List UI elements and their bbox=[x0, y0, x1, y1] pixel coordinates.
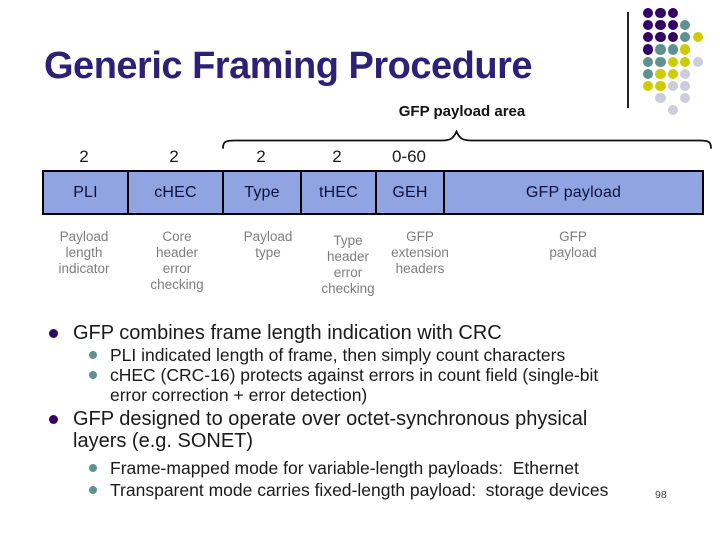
field-desc-type: Payload type bbox=[243, 229, 293, 260]
dot-icon bbox=[667, 8, 678, 19]
frame-cell-pli: PLI bbox=[42, 170, 129, 215]
sub-bullet-dot-icon bbox=[89, 464, 97, 472]
dot-icon bbox=[680, 56, 691, 67]
corner-dots-decoration bbox=[643, 8, 705, 117]
bullet-item-level2: Transparent mode carries fixed-length pa… bbox=[40, 480, 708, 500]
dot-icon bbox=[680, 32, 691, 43]
dot-icon bbox=[655, 56, 666, 67]
field-size-pli: 2 bbox=[79, 147, 89, 166]
field-size-type: 2 bbox=[256, 147, 266, 166]
dot-icon bbox=[692, 32, 703, 43]
dot-icon bbox=[667, 20, 678, 31]
dot-icon bbox=[643, 56, 654, 67]
field-desc-thec: Type header error checking bbox=[321, 233, 375, 296]
bullet-text: Frame-mapped mode for variable-length pa… bbox=[110, 458, 579, 478]
dot-icon bbox=[680, 44, 691, 55]
dot-icon bbox=[667, 105, 678, 116]
bullet-dot-icon bbox=[49, 329, 58, 338]
dot-icon bbox=[655, 68, 666, 79]
corner-divider-line bbox=[627, 12, 629, 108]
dot-icon bbox=[692, 56, 703, 67]
bullet-dot-icon bbox=[49, 415, 58, 424]
field-desc-gfp-payload: GFP payload bbox=[549, 229, 597, 260]
dot-icon bbox=[680, 80, 691, 92]
dot-icon bbox=[643, 44, 654, 55]
dot-icon bbox=[680, 20, 691, 31]
bullet-item-level1: GFP combines frame length indication wit… bbox=[40, 322, 708, 344]
gfp-payload-area-label: GFP payload area bbox=[398, 103, 526, 120]
bullet-text: cHEC (CRC-16) protects against errors in… bbox=[110, 365, 599, 405]
dot-icon bbox=[643, 32, 654, 43]
bullet-text: GFP combines frame length indication wit… bbox=[73, 322, 502, 344]
bullet-list: GFP combines frame length indication wit… bbox=[40, 322, 708, 500]
bullet-text: PLI indicated length of frame, then simp… bbox=[110, 345, 566, 365]
bullet-text: GFP designed to operate over octet-synch… bbox=[73, 408, 588, 452]
sub-bullet-dot-icon bbox=[89, 351, 97, 359]
dot-icon bbox=[667, 32, 678, 43]
field-desc-geh: GFP extension headers bbox=[391, 229, 449, 276]
bullet-item-level2: Frame-mapped mode for variable-length pa… bbox=[40, 458, 708, 478]
dot-icon bbox=[680, 92, 691, 104]
field-desc-pli: Payload length indicator bbox=[58, 229, 110, 276]
bullet-item-level2: cHEC (CRC-16) protects against errors in… bbox=[40, 365, 708, 405]
dot-icon bbox=[667, 68, 678, 79]
dot-icon bbox=[655, 92, 666, 104]
dot-icon bbox=[667, 56, 678, 67]
field-size-thec: 2 bbox=[332, 147, 342, 166]
dot-icon bbox=[643, 8, 654, 19]
field-size-geh: 0-60 bbox=[391, 147, 427, 166]
frame-cell-type: Type bbox=[222, 170, 302, 215]
dot-icon bbox=[655, 32, 666, 43]
sub-bullet-dot-icon bbox=[89, 486, 97, 494]
bullet-item-level1: GFP designed to operate over octet-synch… bbox=[40, 408, 708, 452]
field-size-chec: 2 bbox=[169, 147, 179, 166]
dot-icon bbox=[643, 20, 654, 31]
dot-icon bbox=[643, 68, 654, 79]
page-title: Generic Framing Procedure bbox=[44, 45, 533, 87]
dot-icon bbox=[667, 44, 678, 55]
frame-cell-gfp-payload: GFP payload bbox=[443, 170, 704, 215]
dot-icon bbox=[655, 20, 666, 31]
dot-icon bbox=[667, 80, 678, 92]
bullet-text: Transparent mode carries fixed-length pa… bbox=[110, 480, 609, 500]
gfp-payload-area-brace-icon bbox=[222, 129, 712, 149]
frame-cell-geh: GEH bbox=[375, 170, 445, 215]
dot-icon bbox=[655, 80, 666, 92]
dot-icon bbox=[655, 8, 666, 19]
field-desc-chec: Core header error checking bbox=[150, 229, 204, 292]
dot-icon bbox=[655, 44, 666, 55]
dot-icon bbox=[643, 80, 654, 92]
bullet-item-level2: PLI indicated length of frame, then simp… bbox=[40, 345, 708, 365]
slide-number: 98 bbox=[655, 489, 667, 501]
frame-cell-thec: tHEC bbox=[300, 170, 377, 215]
frame-format-table: PLI cHEC Type tHEC GEH GFP payload bbox=[42, 170, 704, 215]
frame-cell-chec: cHEC bbox=[127, 170, 224, 215]
dot-icon bbox=[680, 68, 691, 79]
sub-bullet-dot-icon bbox=[89, 371, 97, 379]
